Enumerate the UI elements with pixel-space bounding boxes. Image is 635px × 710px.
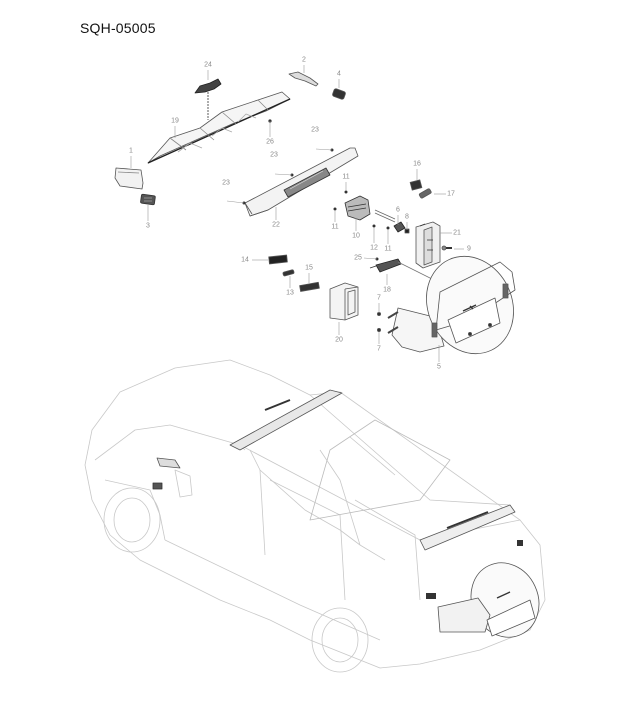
vehicle-location-view	[84, 359, 546, 673]
callout-4[interactable]: 4	[337, 70, 341, 78]
part-7-bolts[interactable]	[376, 311, 381, 332]
callout-18[interactable]: 18	[383, 286, 391, 294]
callout-20[interactable]: 20	[335, 336, 343, 344]
part-17-emblem[interactable]	[418, 188, 432, 199]
callout-6[interactable]: 6	[396, 206, 400, 214]
callout-23[interactable]: 23	[311, 126, 319, 134]
part-2-roof-trim[interactable]	[288, 71, 319, 87]
leader-line-23	[274, 173, 293, 176]
callout-13[interactable]: 13	[286, 289, 294, 297]
callout-21[interactable]: 21	[453, 229, 461, 237]
leader-line-23	[226, 200, 245, 204]
callout-25[interactable]: 25	[354, 254, 362, 262]
part-19-roof-spoiler[interactable]	[147, 91, 291, 164]
diagram-title: SQH-05005	[80, 20, 156, 36]
callout-5[interactable]: 5	[437, 363, 441, 371]
part-1-side-garnish[interactable]	[114, 167, 144, 190]
part-22-tailgate-garnish[interactable]	[244, 147, 359, 217]
callout-9[interactable]: 9	[467, 245, 471, 253]
callout-15[interactable]: 15	[305, 264, 313, 272]
part-24-high-mount-stop-lamp[interactable]	[194, 78, 222, 120]
part-3-side-emblem[interactable]	[140, 193, 156, 206]
callout-23[interactable]: 23	[222, 179, 230, 187]
part-21-rear-lamp[interactable]	[415, 221, 441, 269]
part-16-emblem[interactable]	[409, 179, 423, 191]
leader-line-25	[363, 257, 378, 260]
callout-14[interactable]: 14	[241, 256, 249, 264]
callout-10[interactable]: 10	[352, 232, 360, 240]
part-9-bolt[interactable]	[441, 245, 452, 251]
callout-23[interactable]: 23	[270, 151, 278, 159]
callout-11[interactable]: 11	[331, 223, 339, 231]
callout-19[interactable]: 19	[171, 117, 179, 125]
callout-7[interactable]: 7	[377, 294, 381, 302]
part-6-bracket[interactable]	[393, 221, 406, 233]
part-4-emblem[interactable]	[332, 88, 346, 100]
callout-26[interactable]: 26	[266, 138, 274, 146]
callout-7[interactable]: 7	[377, 345, 381, 353]
part-12-pin[interactable]	[374, 209, 396, 223]
part-14-badge[interactable]	[268, 254, 288, 265]
callout-12[interactable]: 12	[370, 244, 378, 252]
leader-lines	[130, 65, 464, 362]
callout-11[interactable]: 11	[384, 245, 392, 253]
fastener-dots	[242, 119, 390, 261]
leader-line-23	[315, 148, 333, 151]
part-13-badge[interactable]	[282, 269, 295, 277]
callout-1[interactable]: 1	[129, 147, 133, 155]
callout-16[interactable]: 16	[413, 160, 421, 168]
part-15-badge[interactable]	[299, 281, 320, 292]
callout-3[interactable]: 3	[146, 222, 150, 230]
callout-22[interactable]: 22	[272, 221, 280, 229]
callout-24[interactable]: 24	[204, 61, 212, 69]
part-10-hinge-bracket[interactable]	[344, 195, 371, 221]
callout-8[interactable]: 8	[405, 213, 409, 221]
part-20-cover[interactable]	[329, 282, 359, 321]
callout-11[interactable]: 11	[342, 173, 350, 181]
callout-2[interactable]: 2	[302, 56, 306, 64]
part-5-spare-tire-cover[interactable]	[387, 242, 529, 368]
callout-17[interactable]: 17	[447, 190, 455, 198]
